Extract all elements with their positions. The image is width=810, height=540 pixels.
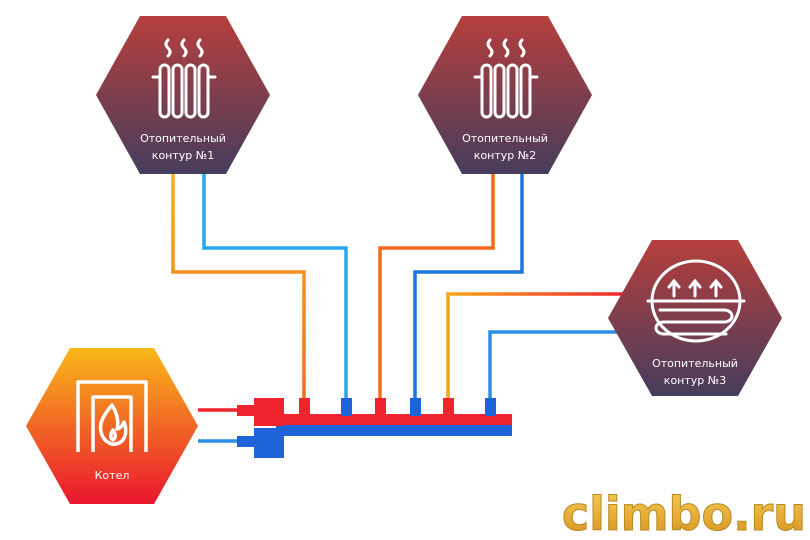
radiator-icon	[473, 38, 539, 119]
watermark: climbo.ru	[562, 487, 806, 540]
return-manifold	[276, 425, 512, 436]
underfloor-heating-icon	[646, 259, 746, 343]
boiler-node: Котел	[26, 348, 198, 504]
circuit1-node: Отопительный контур №1	[96, 16, 270, 174]
circuit1-supply-pipe	[171, 172, 306, 400]
circuit1-label-line1: Отопительный	[140, 132, 226, 145]
circuit2-label-line1: Отопительный	[462, 132, 548, 145]
boiler-label: Котел	[95, 469, 130, 482]
circuit3-return-pipe	[488, 330, 625, 400]
circuit3-node: Отопительный контур №3	[608, 240, 782, 396]
manifold	[237, 398, 512, 458]
circuit2-label-line2: контур №2	[474, 149, 536, 162]
circuit2-supply-pipe	[378, 172, 495, 400]
pipes	[171, 172, 625, 443]
boiler-flame-icon	[76, 380, 148, 452]
circuit2-node: Отопительный контур №2	[418, 16, 592, 174]
radiator-icon	[151, 38, 217, 119]
circuit3-supply-pipe	[446, 292, 625, 400]
supply-manifold	[276, 414, 512, 425]
circuit1-label-line2: контур №1	[152, 149, 214, 162]
circuit1-return-pipe	[202, 172, 348, 400]
circuit3-label-line2: контур №3	[664, 374, 726, 387]
circuit3-label-line1: Отопительный	[652, 357, 738, 370]
circuit2-return-pipe	[413, 172, 524, 400]
